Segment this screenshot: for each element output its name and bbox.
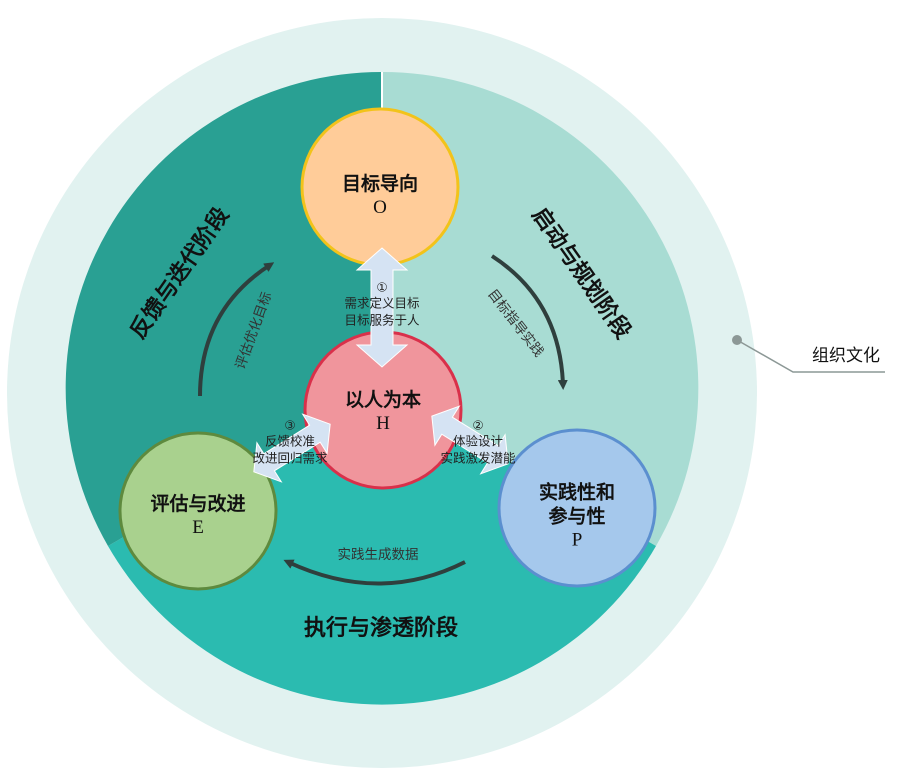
link-arrow-left (253, 413, 331, 483)
practice-node-text: 实践性和 参与性 P (539, 481, 615, 551)
culture-label: 组织文化 (812, 346, 880, 366)
link-left-label: ③ 反馈校准 改进回归需求 (252, 418, 327, 467)
link-arrow-top (355, 247, 409, 368)
link-left-line1: 反馈校准 (264, 433, 316, 449)
practice-data-label: 实践生成数据 (337, 547, 419, 563)
goal-title: 目标导向 (341, 173, 419, 196)
practice-letter: P (571, 528, 583, 550)
arrow-practice-data (283, 559, 466, 586)
evaluate-title: 评估与改进 (150, 493, 246, 516)
human-letter: H (376, 412, 390, 434)
execution-stage-label: 执行与渗透阶段 (303, 616, 459, 641)
link-arrow-right (431, 405, 509, 475)
link-right-line1: 体验设计 (452, 433, 504, 449)
human-node-text: 以人为本 H (345, 389, 421, 435)
practice-title-line2: 参与性 (548, 505, 606, 527)
practice-circle (497, 428, 657, 588)
link-left-line2: 改进回归需求 (252, 450, 328, 466)
link-top-line2: 目标服务于人 (344, 312, 420, 328)
link-right-number: ② (472, 417, 484, 433)
evaluate-node-text: 评估与改进 E (150, 493, 245, 539)
culture-leader-line (736, 339, 885, 373)
goal-node-text: 目标导向 O (342, 173, 418, 219)
practice-title-line1: 实践性和 (538, 481, 616, 504)
goal-letter: O (373, 196, 387, 218)
link-right-label: ② 体验设计 实践激发潜能 (440, 418, 515, 467)
link-right-line2: 实践激发潜能 (440, 450, 516, 466)
human-title: 以人为本 (344, 389, 422, 412)
link-top-label: ① 需求定义目标 目标服务于人 (344, 280, 419, 329)
evaluate-circle (118, 431, 278, 591)
evaluate-letter: E (192, 516, 204, 538)
arrow-optimize-goal (198, 262, 275, 397)
arrow-guide-practice (490, 254, 568, 390)
link-left-number: ③ (284, 417, 296, 433)
link-top-line1: 需求定义目标 (344, 295, 420, 311)
link-top-number: ① (376, 279, 388, 295)
